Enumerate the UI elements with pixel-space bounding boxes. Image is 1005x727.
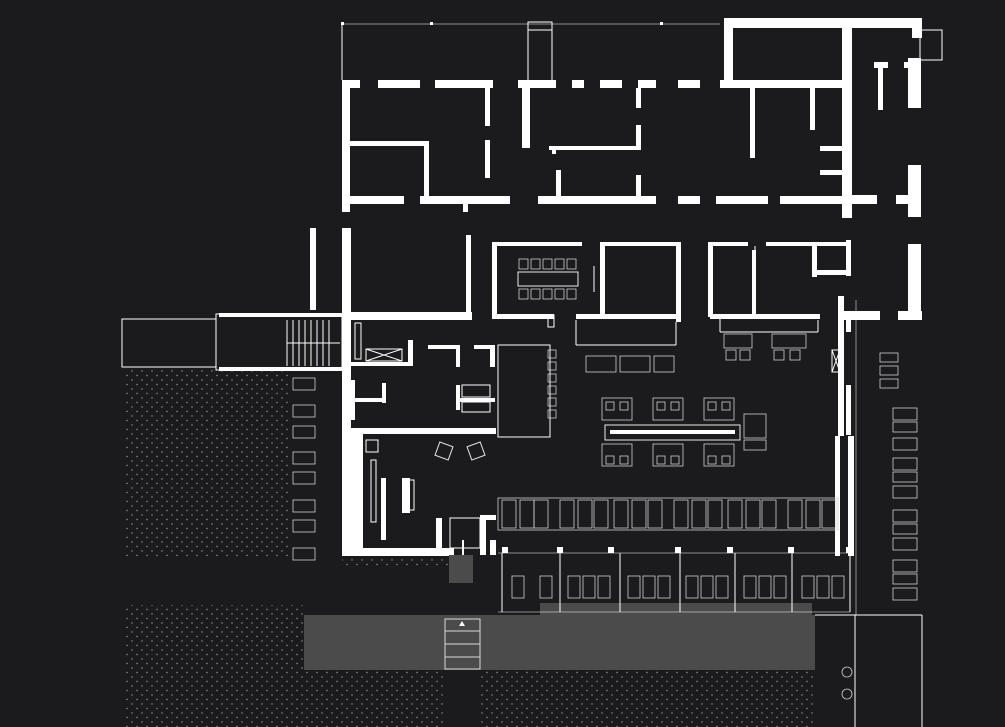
kitchen-fixtures (354, 322, 491, 583)
terrace-stairs (444, 618, 481, 670)
central-dining (601, 397, 767, 467)
gravel-area-west (124, 368, 288, 558)
west-outdoor-tables (292, 377, 316, 561)
entrance-stairs (286, 320, 340, 366)
arrow-up-icon (459, 621, 465, 626)
bar-counter (547, 349, 675, 419)
site-lines (341, 21, 943, 615)
terrace-step (540, 603, 812, 615)
walls (310, 18, 922, 556)
east-outdoor-tables (879, 352, 918, 601)
veranda-seating (511, 575, 845, 599)
small-room-furniture (723, 333, 853, 700)
gravel-area-south-2 (480, 670, 815, 727)
terrace-slab (304, 615, 815, 670)
booth-row (497, 497, 839, 531)
shaft-marker (354, 322, 362, 360)
gravel-strip (342, 558, 450, 568)
gravel-area-southwest (124, 605, 304, 727)
thin-partitions (497, 246, 851, 613)
gravel-areas (124, 368, 815, 727)
entrance-bridge (121, 313, 343, 371)
gravel-area-south-1 (304, 670, 444, 727)
meeting-table (517, 258, 579, 300)
